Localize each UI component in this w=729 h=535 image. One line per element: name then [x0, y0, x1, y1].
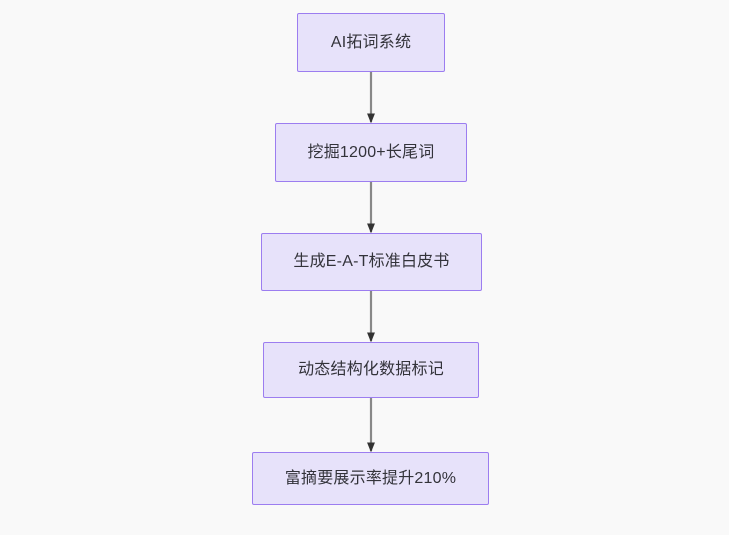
flow-node-label: 挖掘1200+长尾词 — [307, 143, 435, 161]
flow-node-ai-keyword-system[interactable]: AI拓词系统 — [297, 13, 445, 72]
flow-node-label: AI拓词系统 — [330, 33, 412, 51]
flow-node-label: 富摘要展示率提升210% — [284, 469, 457, 487]
flow-node-label: 动态结构化数据标记 — [298, 361, 444, 378]
flow-node-label: 生成E-A-T标准白皮书 — [293, 253, 450, 270]
flow-node-mine-longtail-keywords[interactable]: 挖掘1200+长尾词 — [275, 123, 467, 182]
flow-node-dynamic-structured-data-markup[interactable]: 动态结构化数据标记 — [263, 342, 479, 398]
flow-node-generate-eat-whitepaper[interactable]: 生成E-A-T标准白皮书 — [261, 233, 482, 291]
flow-node-rich-snippet-rate-increase[interactable]: 富摘要展示率提升210% — [252, 452, 489, 505]
